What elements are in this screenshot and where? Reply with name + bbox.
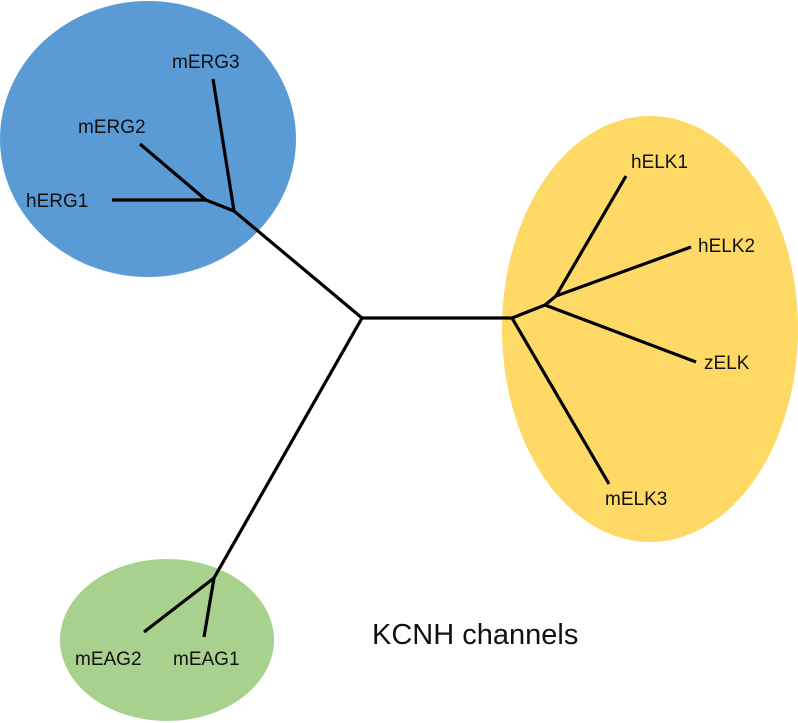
leaf-label-mELK3: mELK3 — [605, 489, 667, 510]
branch-hELK1 — [554, 175, 628, 297]
branch-elk-inner2 — [543, 294, 558, 307]
leaf-label-mERG2: mERG2 — [78, 117, 146, 138]
leaf-label-mEAG1: mEAG1 — [173, 649, 240, 670]
leaf-label-hERG1: hERG1 — [26, 191, 88, 212]
eag-clade-ellipse — [60, 559, 274, 721]
leaf-label-mEAG2: mEAG2 — [75, 649, 142, 670]
erg-clade-ellipse — [0, 1, 296, 277]
branch-erg-inner — [205, 198, 235, 213]
branch-zELK — [544, 303, 697, 364]
branch-mEAG2 — [143, 576, 215, 634]
leaf-label-zELK: zELK — [704, 353, 750, 374]
branch-mELK3 — [510, 317, 611, 485]
leaf-label-hELK2: hELK2 — [698, 236, 755, 257]
branch-elk-inner — [511, 303, 546, 320]
branch-root-erg — [232, 209, 364, 320]
elk-clade-ellipse — [502, 116, 798, 542]
leaf-label-hELK1: hELK1 — [631, 152, 688, 173]
branch-root-eag — [212, 317, 364, 579]
diagram-title: KCNH channels — [372, 619, 578, 651]
branch-mEAG1 — [202, 577, 216, 638]
branch-mERG3 — [211, 78, 236, 212]
branch-mERG2 — [138, 142, 208, 202]
leaf-label-mERG3: mERG3 — [172, 52, 240, 73]
branch-hELK2 — [555, 245, 692, 298]
